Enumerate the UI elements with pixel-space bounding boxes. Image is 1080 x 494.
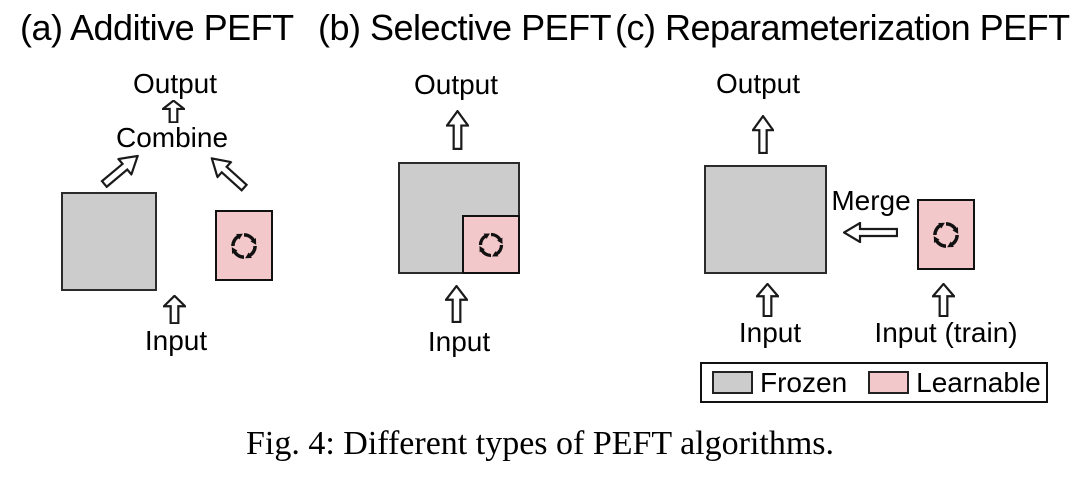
legend: Frozen Learnable <box>700 362 1048 403</box>
diagonal-up-left-arrow-icon <box>203 149 253 197</box>
panel-b-learnable-box <box>462 215 520 274</box>
panel-b-output-label: Output <box>413 69 499 100</box>
panel-a-combine-label: Combine <box>115 122 229 153</box>
panel-c-input-train-label: Input (train) <box>874 317 1018 348</box>
cycle-arrows-icon <box>225 227 263 265</box>
legend-frozen-swatch <box>712 371 753 394</box>
up-arrow-icon <box>756 283 779 317</box>
panel-c-frozen-box <box>704 165 827 274</box>
panel-c-merge-label: Merge <box>831 185 911 216</box>
up-arrow-icon <box>445 285 468 323</box>
figure-caption: Fig. 4: Different types of PEFT algorith… <box>245 425 835 462</box>
panel-a-learnable-box <box>215 210 273 281</box>
cycle-arrows-icon <box>927 216 965 254</box>
panel-a-frozen-box <box>61 192 157 291</box>
panel-a-title: (a) Additive PEFT <box>20 7 294 48</box>
legend-frozen-label: Frozen <box>760 366 848 398</box>
panel-c-output-label: Output <box>715 68 801 99</box>
diagonal-up-right-arrow-icon <box>96 147 146 193</box>
merge-left-arrow-icon <box>843 222 898 243</box>
up-arrow-icon <box>162 100 185 123</box>
up-arrow-icon <box>163 295 186 324</box>
legend-learnable-label: Learnable <box>916 366 1041 398</box>
up-arrow-icon <box>932 283 955 317</box>
panel-c-title: (c) Reparameterization PEFT <box>615 7 1070 48</box>
panel-c-learnable-box <box>917 199 975 270</box>
up-arrow-icon <box>446 110 469 150</box>
panel-a-input-label: Input <box>144 325 208 356</box>
legend-learnable-swatch <box>868 371 910 394</box>
panel-b-input-label: Input <box>427 326 491 357</box>
panel-a-output-label: Output <box>132 68 218 99</box>
up-arrow-icon <box>752 115 774 154</box>
panel-c-input-label: Input <box>738 317 802 348</box>
panel-b-title: (b) Selective PEFT <box>318 7 612 48</box>
cycle-arrows-icon <box>473 227 509 263</box>
